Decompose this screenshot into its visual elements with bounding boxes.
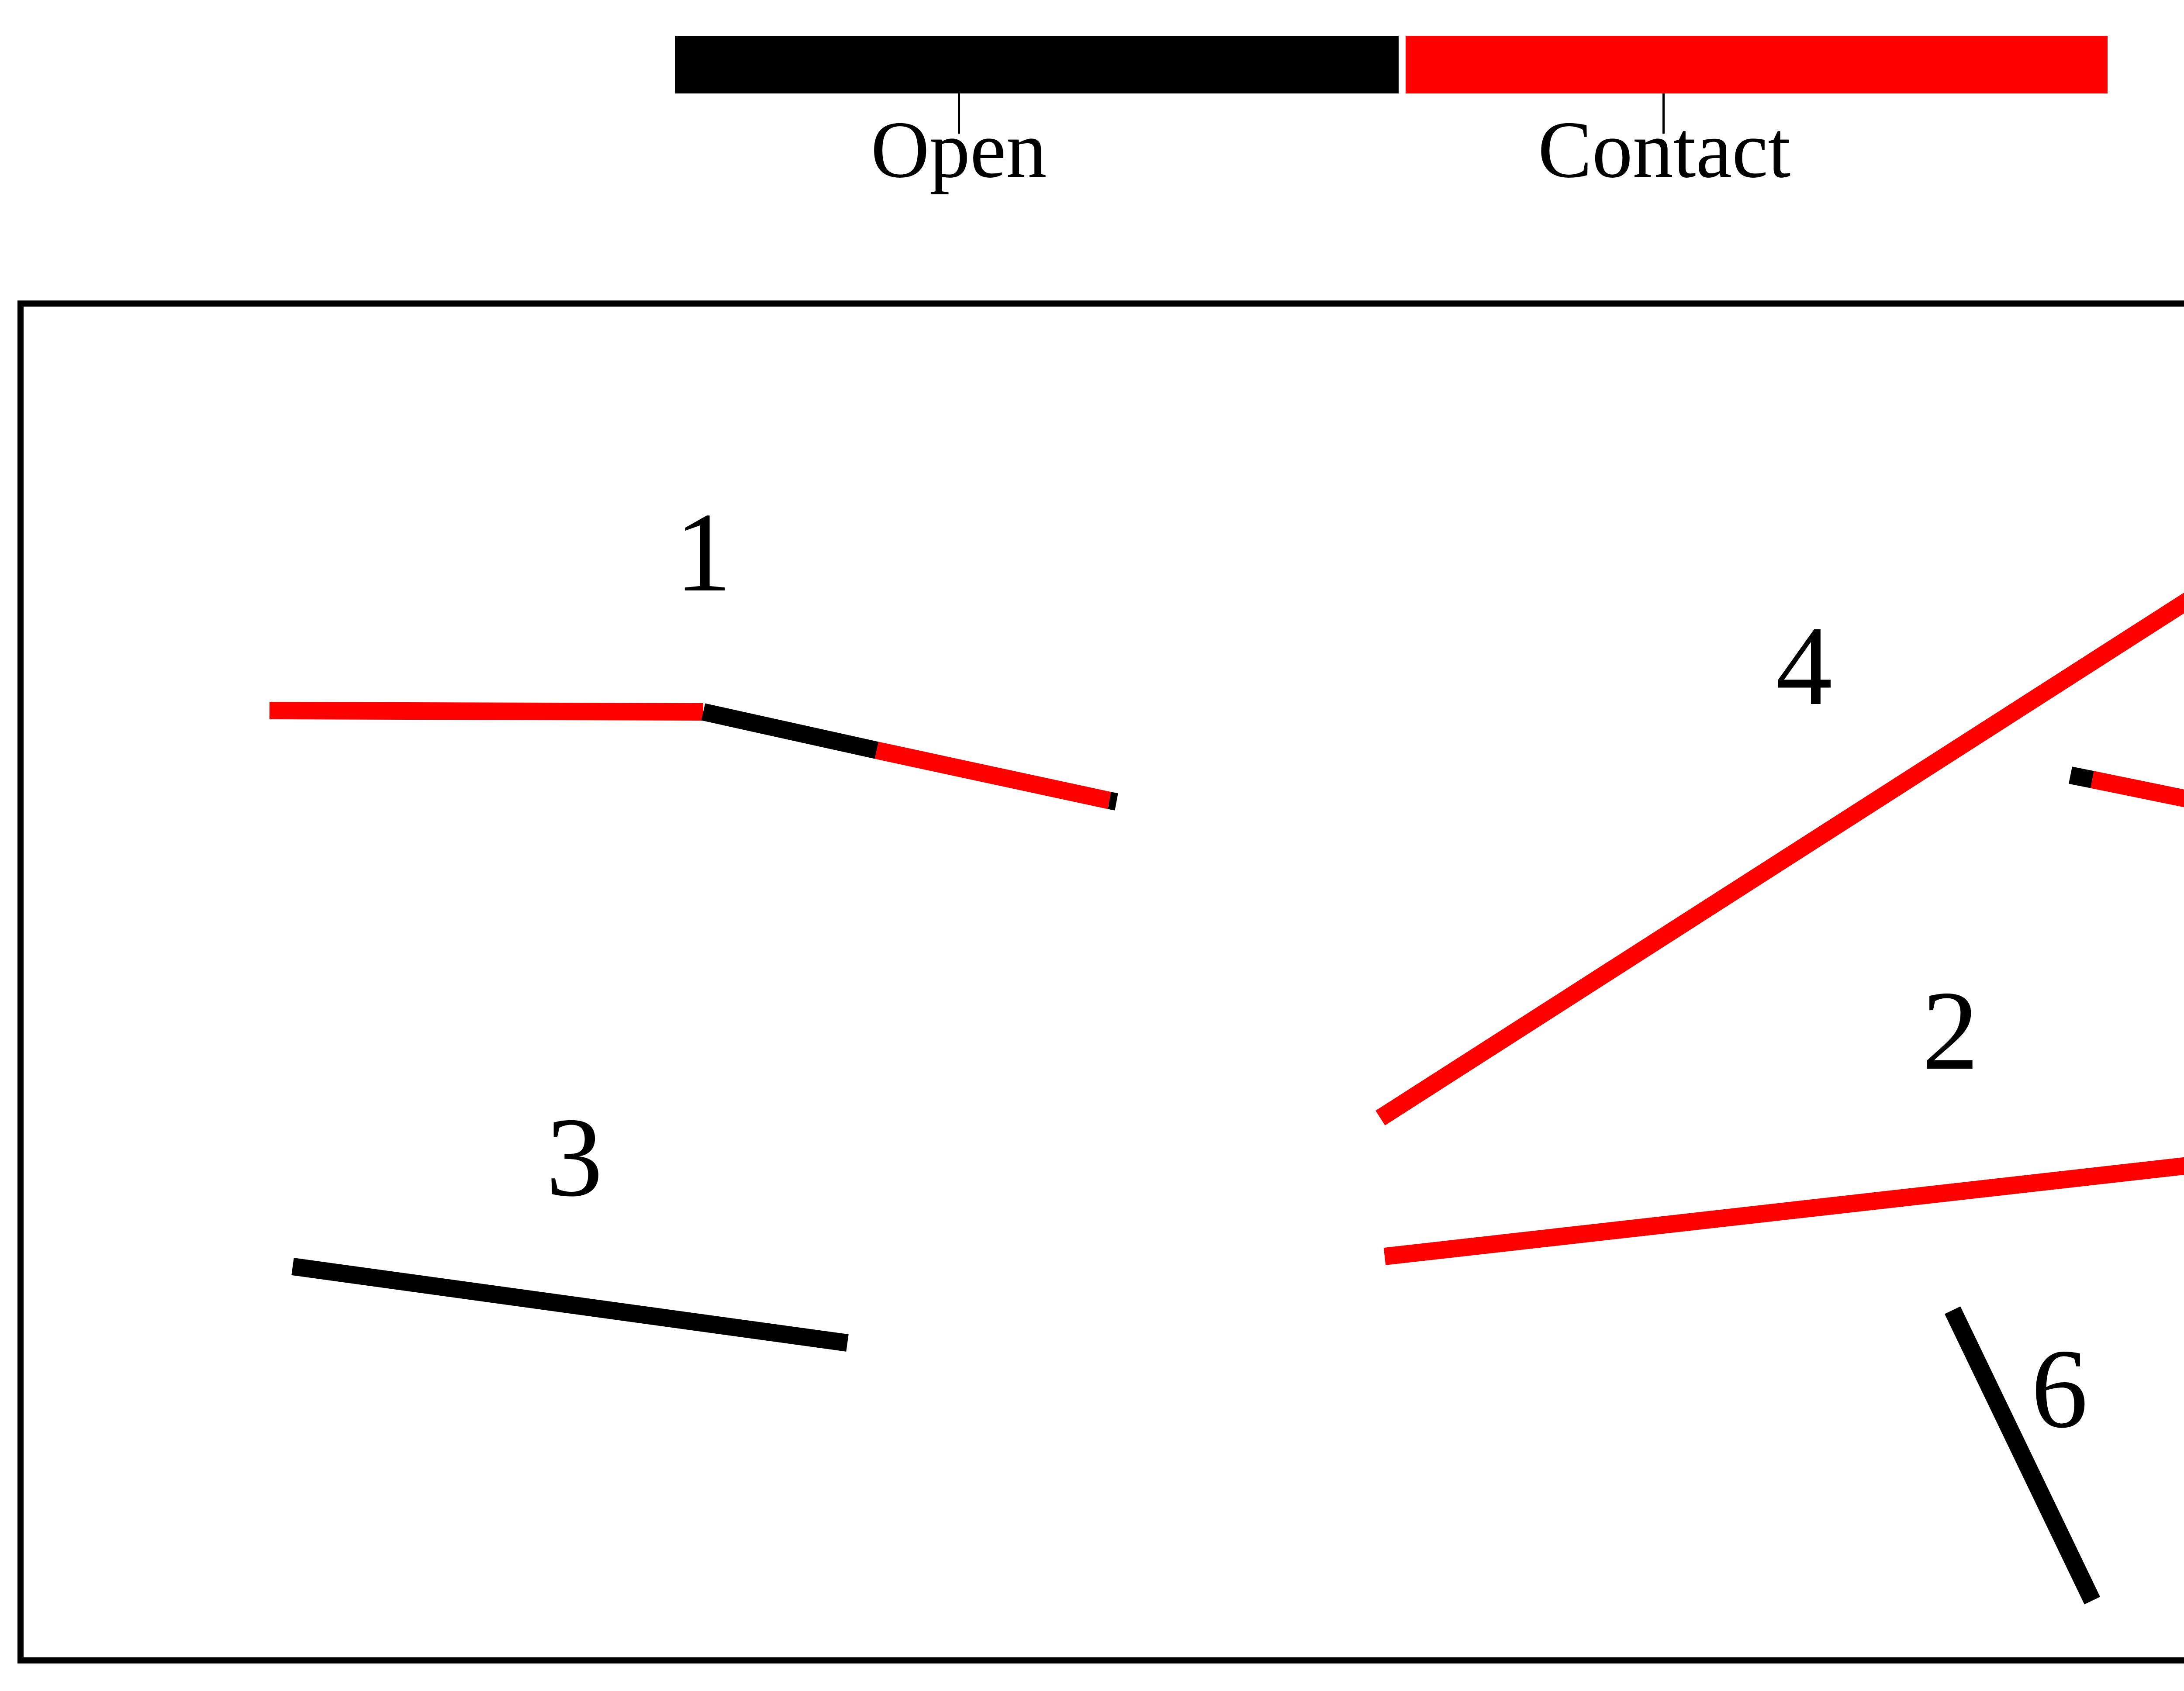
line-label-4: 4	[1776, 603, 1832, 729]
line-label-6: 6	[2031, 1326, 2088, 1452]
legend-label-open: Open	[871, 105, 1047, 195]
legend-label-contact: Contact	[1538, 105, 1791, 195]
legend-colorbar	[675, 36, 2108, 93]
line-label-3: 3	[546, 1094, 603, 1220]
legend-tick-open	[958, 93, 960, 134]
line-label-2: 2	[1922, 968, 1979, 1094]
line-label-1: 1	[675, 490, 732, 615]
legend-swatch-open[interactable]	[675, 36, 1399, 93]
plot-axes-box	[17, 300, 2184, 1663]
legend-swatch-contact[interactable]	[1406, 36, 2108, 93]
legend-tick-contact	[1662, 93, 1665, 134]
